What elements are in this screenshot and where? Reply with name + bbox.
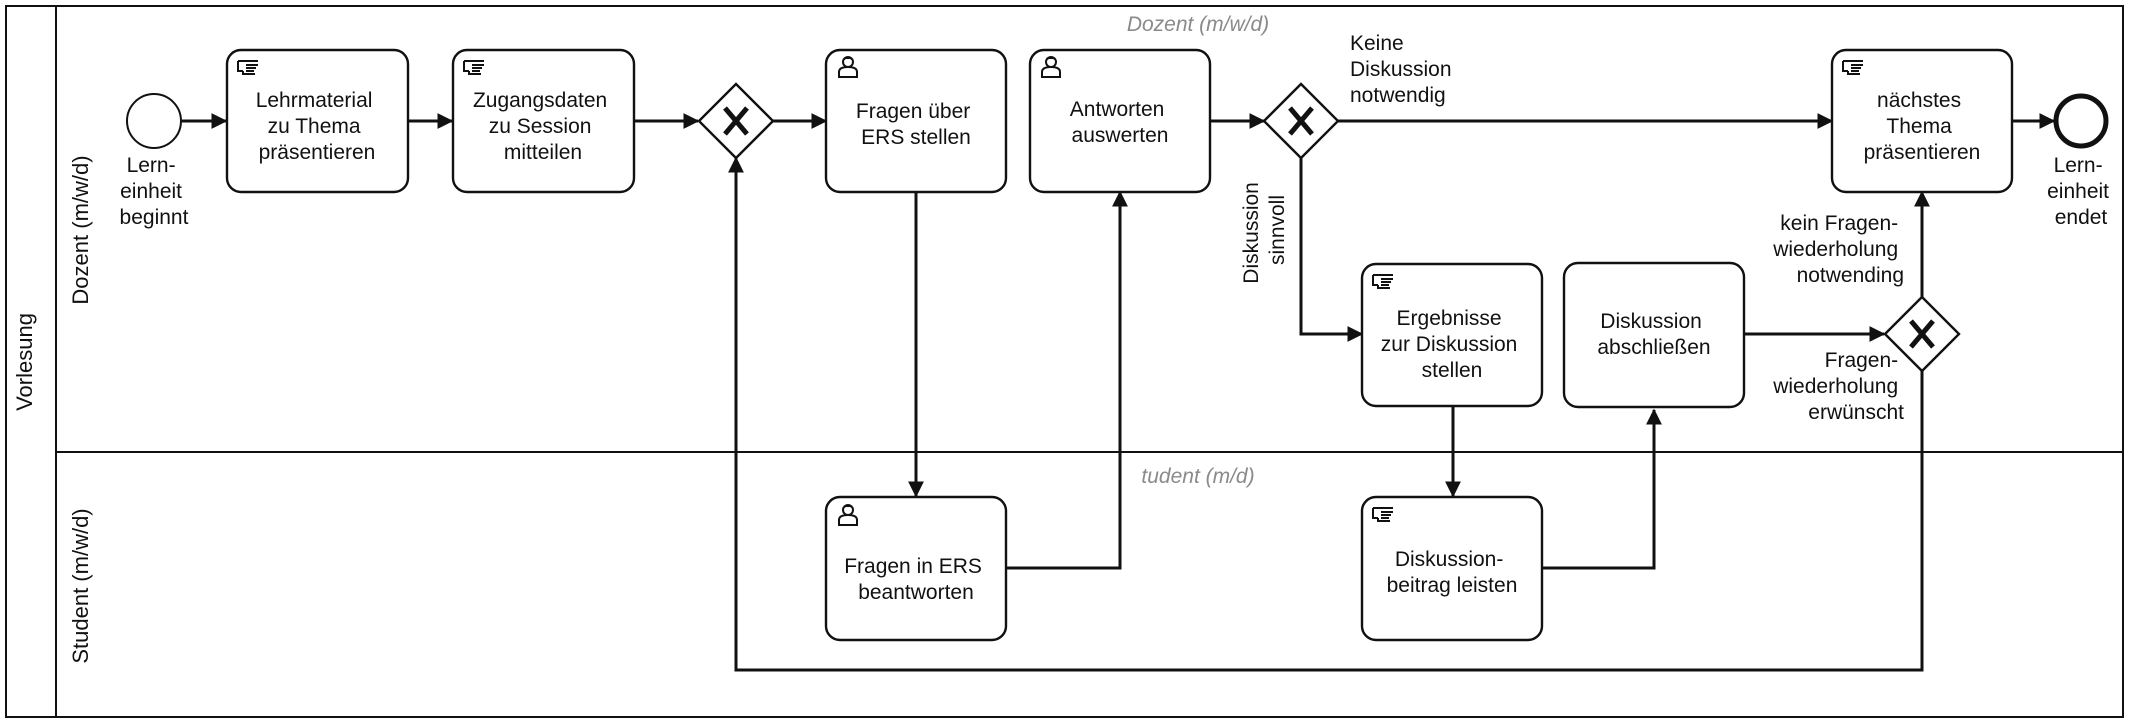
flow-label-line: notwendig [1350,84,1446,107]
task-zugangsdaten: Zugangsdaten zu Session mitteilen [451,48,636,194]
lane-title-student: Student (m/w/d) [68,508,93,663]
task-label: stellen [1422,359,1483,382]
task-label: Ergebnisse [1397,307,1502,330]
svg-text:Antworten auswerten: Antworten auswerten [1070,98,1170,147]
task-label: zur Diskussion [1381,333,1518,356]
svg-text:nächstes Thema prä: nächstes Thema präsentieren [1864,89,1981,164]
task-label: Lehrmaterial [256,89,373,112]
svg-text:Zugangsdaten zu Session: Zugangsdaten zu Session mitteilen [473,89,613,164]
sequence-flows [182,113,2056,672]
flow-label-line: Keine [1350,32,1404,55]
flow-label-line: sinnvoll [1266,195,1289,265]
task-label: Thema [1886,115,1952,138]
lane-watermark-student: tudent (m/d) [1141,465,1254,488]
flow-label-line: wiederholung [1772,238,1898,261]
flow-label-fragen-erwuenscht: Fragen- wiederholung erwünscht [1772,349,1904,424]
svg-text:Diskussion- beitrag leis: Diskussion- beitrag leisten [1387,548,1518,597]
start-event-label: beginnt [120,206,189,229]
task-label: zu Session [489,115,592,138]
exclusive-gateway-1 [697,82,775,160]
svg-text:Lern- einheit begi: Lern- einheit beginnt [120,154,189,229]
start-event-label: einheit [120,180,182,203]
flow-label-line: kein Fragen- [1780,212,1898,235]
task-label: mitteilen [504,141,582,164]
task-abschliessen: Diskussion abschließen [1562,261,1746,409]
flow-label-diskussion-sinnvoll: Diskussion sinnvoll [1240,176,1289,283]
lane-watermark-dozent: Dozent (m/w/d) [1127,13,1269,36]
pool-title: Vorlesung [12,313,37,411]
flow-gateway2-ergebnisse [1299,158,1364,342]
task-label: Zugangsdaten [473,89,607,112]
task-label: präsentieren [259,141,376,164]
end-event-label: einheit [2047,180,2109,203]
task-label: nächstes [1877,89,1961,112]
task-label: Antworten [1070,98,1165,121]
task-label: ERS stellen [861,126,971,149]
flow-label-keine-diskussion: Keine Diskussion notwendig [1350,32,1457,107]
end-event-label: Lern- [2054,154,2103,177]
start-event-label: Lern- [127,154,176,177]
start-event: Lern- einheit beginnt [120,93,189,229]
lane-title-dozent: Dozent (m/w/d) [68,155,93,304]
task-ergebnisse: Ergebnisse zur Diskussion stellen [1360,262,1544,408]
task-naechstes-thema: nächstes Thema präsentieren [1830,48,2014,194]
flow-gateway3-gateway1-loop [728,156,1924,672]
pool-frame [5,5,2124,718]
end-event-label: endet [2055,206,2108,229]
exclusive-gateway-2 [1262,82,1340,160]
task-fragen-stellen: Fragen über ERS stellen [824,48,1008,194]
task-label: beitrag leisten [1387,574,1518,597]
flow-label-line: notwending [1797,264,1904,287]
task-beitrag: Diskussion- beitrag leisten [1360,495,1544,642]
flow-beantworten-antworten [1006,190,1128,570]
flow-label-line: erwünscht [1808,401,1904,424]
svg-text:Fragen in ERS beantworte: Fragen in ERS beantworten [844,555,988,604]
svg-text:Ergebnisse zur Diskussio: Ergebnisse zur Diskussion stellen [1381,307,1523,382]
task-label: auswerten [1072,124,1169,147]
task-lehrmaterial: Lehrmaterial zu Thema präsentieren [225,48,410,194]
task-label: Fragen über [856,100,970,123]
flow-label-line: Diskussion [1350,58,1452,81]
task-label: präsentieren [1864,141,1981,164]
flow-label-line: Diskussion [1240,182,1263,284]
flow-label-line: Fragen- [1825,349,1899,372]
task-fragen-beantworten: Fragen in ERS beantworten [824,495,1008,642]
task-label: Diskussion [1600,310,1702,333]
task-label: Diskussion- [1395,548,1504,571]
exclusive-gateway-3 [1883,295,1961,373]
flow-label-line: wiederholung [1772,375,1898,398]
svg-text:Lehrmaterial zu Thema: Lehrmaterial zu Thema präsentieren [256,89,379,164]
task-label: beantworten [858,581,974,604]
task-label: zu Thema [268,115,361,138]
end-event: Lern- einheit endet [2047,93,2115,229]
svg-text:Fragen über ERS stellen: Fragen über ERS stellen [856,100,976,149]
svg-text:Diskussion abschließen: Diskussion abschließen [1597,310,1710,359]
flow-beitrag-abschliessen [1542,408,1662,570]
task-label: abschließen [1597,336,1710,359]
task-antworten: Antworten auswerten [1028,48,1212,194]
svg-text:Lern- einheit ende: Lern- einheit endet [2047,154,2115,229]
task-label: Fragen in ERS [844,555,982,578]
flow-label-kein-fragen: kein Fragen- wiederholung notwending [1772,212,1904,287]
